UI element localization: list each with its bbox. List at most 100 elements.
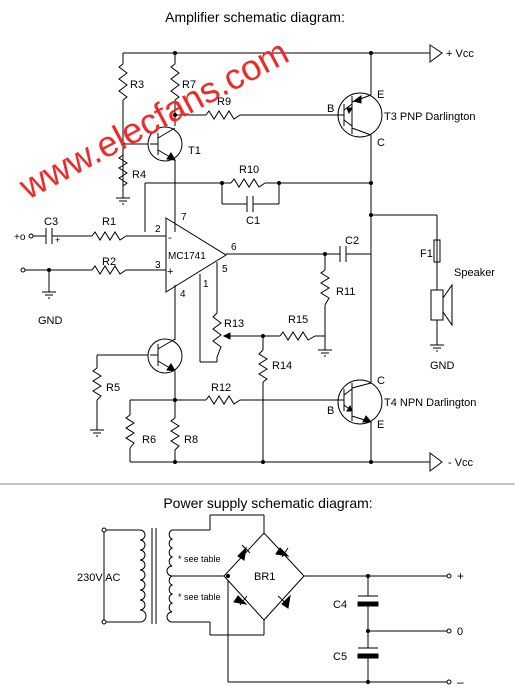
c5-label: C5	[333, 651, 347, 663]
t1-label: T1	[188, 145, 201, 157]
vcc-pos-label: + Vcc	[446, 48, 474, 60]
t4-c-label: C	[377, 375, 385, 387]
r2-label: R2	[102, 256, 116, 268]
out-terminal-zero	[446, 628, 452, 634]
out-terminal-minus	[446, 679, 452, 685]
gnd2-label: GND	[430, 360, 455, 372]
r5-label: R5	[106, 382, 120, 394]
power-supply-title: Power supply schematic diagram:	[163, 495, 372, 511]
psu-wiring	[103, 514, 447, 683]
resistor-r15	[279, 331, 316, 341]
r8-label: R8	[184, 434, 198, 446]
opamp-mc1741	[165, 217, 227, 293]
r7-label: R7	[182, 79, 196, 91]
input-terminal-2	[20, 267, 26, 273]
ac-terminal-bottom	[101, 619, 107, 625]
t4-label: T4 NPN Darlington	[384, 397, 476, 409]
out-terminal-plus	[446, 573, 452, 579]
t3-b-label: B	[327, 103, 334, 115]
ground-symbol-r4	[116, 197, 130, 205]
capacitor-c1	[246, 196, 254, 212]
resistor-r10	[230, 178, 266, 188]
r14-label: R14	[272, 360, 292, 372]
r9-label: R9	[217, 96, 231, 108]
ground-symbol-r5	[90, 429, 104, 437]
psu-junctions	[226, 574, 370, 684]
resistor-r1	[91, 231, 127, 241]
ground-symbol-r11	[318, 349, 332, 357]
r1-label: R1	[102, 216, 116, 228]
transformer	[139, 528, 174, 624]
capacitor-c4	[357, 595, 379, 607]
transistor-t4	[336, 379, 383, 425]
pin-5-label: 5	[222, 264, 228, 275]
pin-2-label: 2	[155, 224, 161, 235]
r10-label: R10	[239, 164, 259, 176]
speaker-icon	[430, 283, 453, 327]
r11-label: R11	[336, 286, 355, 298]
pin-1-label: 1	[203, 279, 209, 290]
transistor-t2	[147, 338, 183, 374]
junction-dots	[47, 51, 373, 464]
transformer-note-2: * see table	[178, 592, 221, 602]
capacitor-c5	[357, 647, 379, 659]
t3-label: T3 PNP Darlington	[384, 111, 476, 123]
pin-7-label: 7	[181, 212, 187, 223]
resistor-r8	[170, 417, 180, 451]
capacitor-c3	[45, 228, 53, 244]
t4-b-label: B	[327, 405, 334, 417]
resistor-r7	[170, 63, 180, 101]
gnd-label: GND	[38, 315, 63, 327]
r15-label: R15	[288, 314, 308, 326]
resistor-r9	[205, 110, 241, 120]
ac-terminal-top	[101, 527, 107, 533]
pin-3-label: 3	[155, 260, 161, 271]
t3-e-label: E	[377, 89, 384, 101]
br1-label: BR1	[254, 571, 275, 583]
out-minus-label: –	[457, 675, 464, 689]
transistor-t1	[147, 126, 183, 162]
resistor-r14	[258, 349, 268, 383]
resistor-r13-potentiometer	[212, 312, 233, 358]
bridge-rectifier-br1	[223, 532, 305, 621]
ground-symbol-speaker	[430, 344, 444, 352]
r4-label: R4	[132, 169, 146, 181]
pin-6-label: 6	[231, 242, 237, 253]
ac-label: 230V AC	[77, 572, 120, 584]
opamp-minus: -	[168, 232, 172, 244]
r13-label: R13	[224, 318, 244, 330]
out-plus-label: +	[457, 569, 464, 583]
c2-label: C2	[345, 235, 359, 247]
t4-e-label: E	[377, 419, 384, 431]
transformer-note-1: * see table	[178, 554, 221, 564]
r3-label: R3	[130, 79, 144, 91]
c3-polarity: +	[55, 235, 60, 245]
amplifier-title: Amplifier schematic diagram:	[165, 9, 345, 25]
ground-symbol-input	[42, 291, 56, 299]
speaker-label: Speaker	[454, 267, 495, 279]
f1-label: F1	[420, 248, 433, 260]
amplifier-wiring	[25, 52, 438, 463]
capacitor-c2	[339, 246, 347, 262]
r6-label: R6	[142, 434, 156, 446]
input-plus-label: +o	[14, 232, 26, 243]
resistor-r3	[118, 63, 128, 101]
resistor-r5	[92, 367, 102, 401]
pin-4-label: 4	[180, 289, 186, 300]
vcc-neg-label: - Vcc	[448, 457, 474, 469]
t3-c-label: C	[377, 137, 385, 149]
fuse-f1	[433, 239, 441, 263]
input-terminal	[28, 233, 34, 239]
resistor-r12	[205, 395, 241, 405]
c1-label: C1	[246, 215, 260, 227]
c3-label: C3	[44, 216, 58, 228]
resistor-r6	[125, 414, 135, 449]
r12-label: R12	[211, 382, 231, 394]
resistor-r11	[320, 269, 330, 306]
vcc-rail-arrows	[429, 44, 443, 472]
resistor-r4	[118, 154, 128, 187]
out-zero-label: 0	[457, 626, 463, 638]
c4-label: C4	[333, 599, 347, 611]
opamp-label: MC1741	[168, 251, 206, 262]
